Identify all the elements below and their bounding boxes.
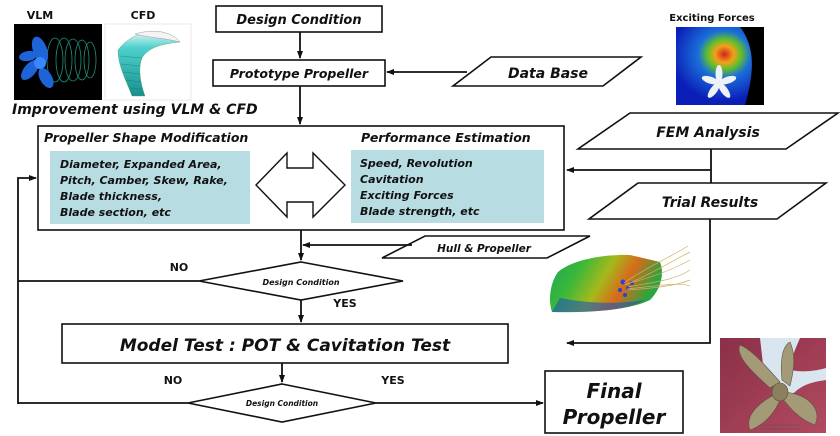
shape-item: Blade section, etc <box>60 206 171 219</box>
shape-item: Diameter, Expanded Area, <box>60 158 222 171</box>
performance-estimation-title: Performance Estimation <box>361 130 531 145</box>
shape-item: Pitch, Camber, Skew, Rake, <box>60 174 228 187</box>
double-arrow-icon <box>255 151 346 219</box>
shape-modification-title: Propeller Shape Modification <box>44 130 248 145</box>
vlm-image <box>14 24 102 100</box>
connector-trial-to-model-test <box>566 219 711 346</box>
trial-results-node: Trial Results <box>586 182 829 220</box>
exciting-forces-label: Exciting Forces <box>669 13 755 24</box>
final-propeller-label-line-1: Final <box>586 379 642 403</box>
performance-item: Blade strength, etc <box>360 205 480 218</box>
trial-results-label: Trial Results <box>662 195 759 211</box>
model-test-box: Model Test : POT & Cavitation Test <box>61 323 509 364</box>
final-propeller-photo <box>720 338 826 433</box>
prototype-propeller-box: Prototype Propeller <box>212 59 386 87</box>
data-base-label: Data Base <box>508 66 588 82</box>
decision-1-diamond: Design Condition <box>198 261 404 301</box>
design-loop-box: Propeller Shape Modification Diameter, E… <box>37 125 565 231</box>
design-condition-label: Design Condition <box>236 13 361 28</box>
yes-label-1: YES <box>332 297 356 310</box>
yes-label-2: YES <box>380 374 404 387</box>
final-propeller-label-line-2: Propeller <box>563 405 667 429</box>
performance-item: Exciting Forces <box>360 189 454 202</box>
decision-2-label: Design Condition <box>246 399 318 408</box>
cfd-label: CFD <box>131 9 156 22</box>
decision-1-label: Design Condition <box>262 278 339 287</box>
feedback-loop-line <box>17 175 37 404</box>
fem-analysis-node: FEM Analysis <box>575 112 840 150</box>
performance-estimation-panel <box>351 150 544 223</box>
model-test-label: Model Test : POT & Cavitation Test <box>120 336 451 356</box>
cfd-image <box>104 23 192 101</box>
decision-2-diamond: Design Condition <box>187 383 377 423</box>
hull-propeller-label: Hull & Propeller <box>437 243 532 255</box>
performance-item: Speed, Revolution <box>360 157 473 170</box>
no-label-2: NO <box>164 374 183 387</box>
data-base-node: Data Base <box>450 56 644 87</box>
no-label-1: NO <box>170 261 189 274</box>
exciting-forces-image <box>676 27 764 105</box>
improvement-heading: Improvement using VLM & CFD <box>12 102 258 118</box>
prototype-propeller-label: Prototype Propeller <box>230 66 369 81</box>
vlm-label: VLM <box>27 9 53 22</box>
fem-analysis-label: FEM Analysis <box>656 125 760 141</box>
hull-propeller-node: Hull & Propeller <box>381 235 591 259</box>
shape-item: Blade thickness, <box>60 190 162 203</box>
shape-modification-panel <box>50 151 250 224</box>
hull-propeller-image <box>550 245 691 313</box>
final-propeller-box: Final Propeller <box>544 370 684 434</box>
performance-item: Cavitation <box>360 173 424 186</box>
design-condition-box: Design Condition <box>215 5 383 33</box>
